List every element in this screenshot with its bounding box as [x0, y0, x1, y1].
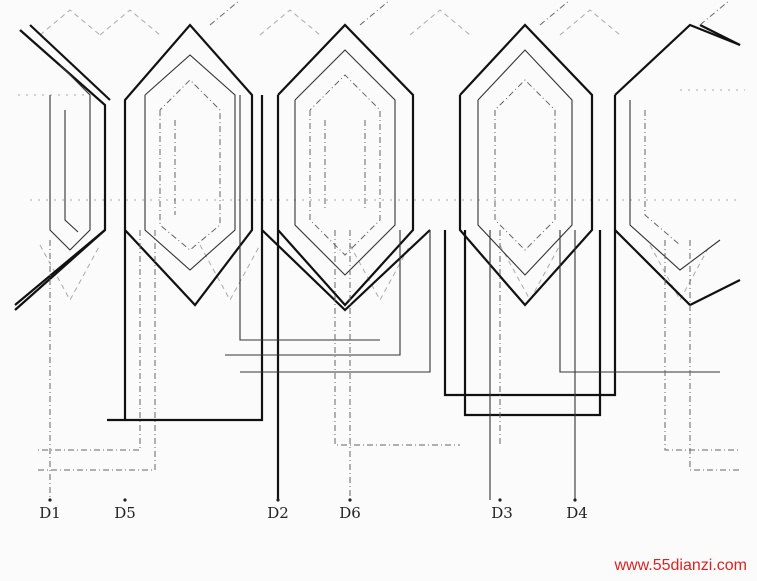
- lead-label-d2: D2: [267, 504, 289, 522]
- watermark: www.55dianzi.com: [614, 557, 748, 574]
- phase-mid-coils: [49, 49, 721, 500]
- phase-dashed-coils: [35, 0, 740, 500]
- phase-heavy-coils: [14, 23, 741, 500]
- lead-label-d4: D4: [566, 504, 588, 522]
- lead-label-d3: D3: [491, 504, 513, 522]
- lead-label-d1: D1: [39, 504, 61, 522]
- lead-terminals: [48, 498, 577, 502]
- lead-label-d6: D6: [339, 504, 361, 522]
- background-coils: [18, 9, 745, 302]
- lead-label-d5: D5: [114, 504, 136, 522]
